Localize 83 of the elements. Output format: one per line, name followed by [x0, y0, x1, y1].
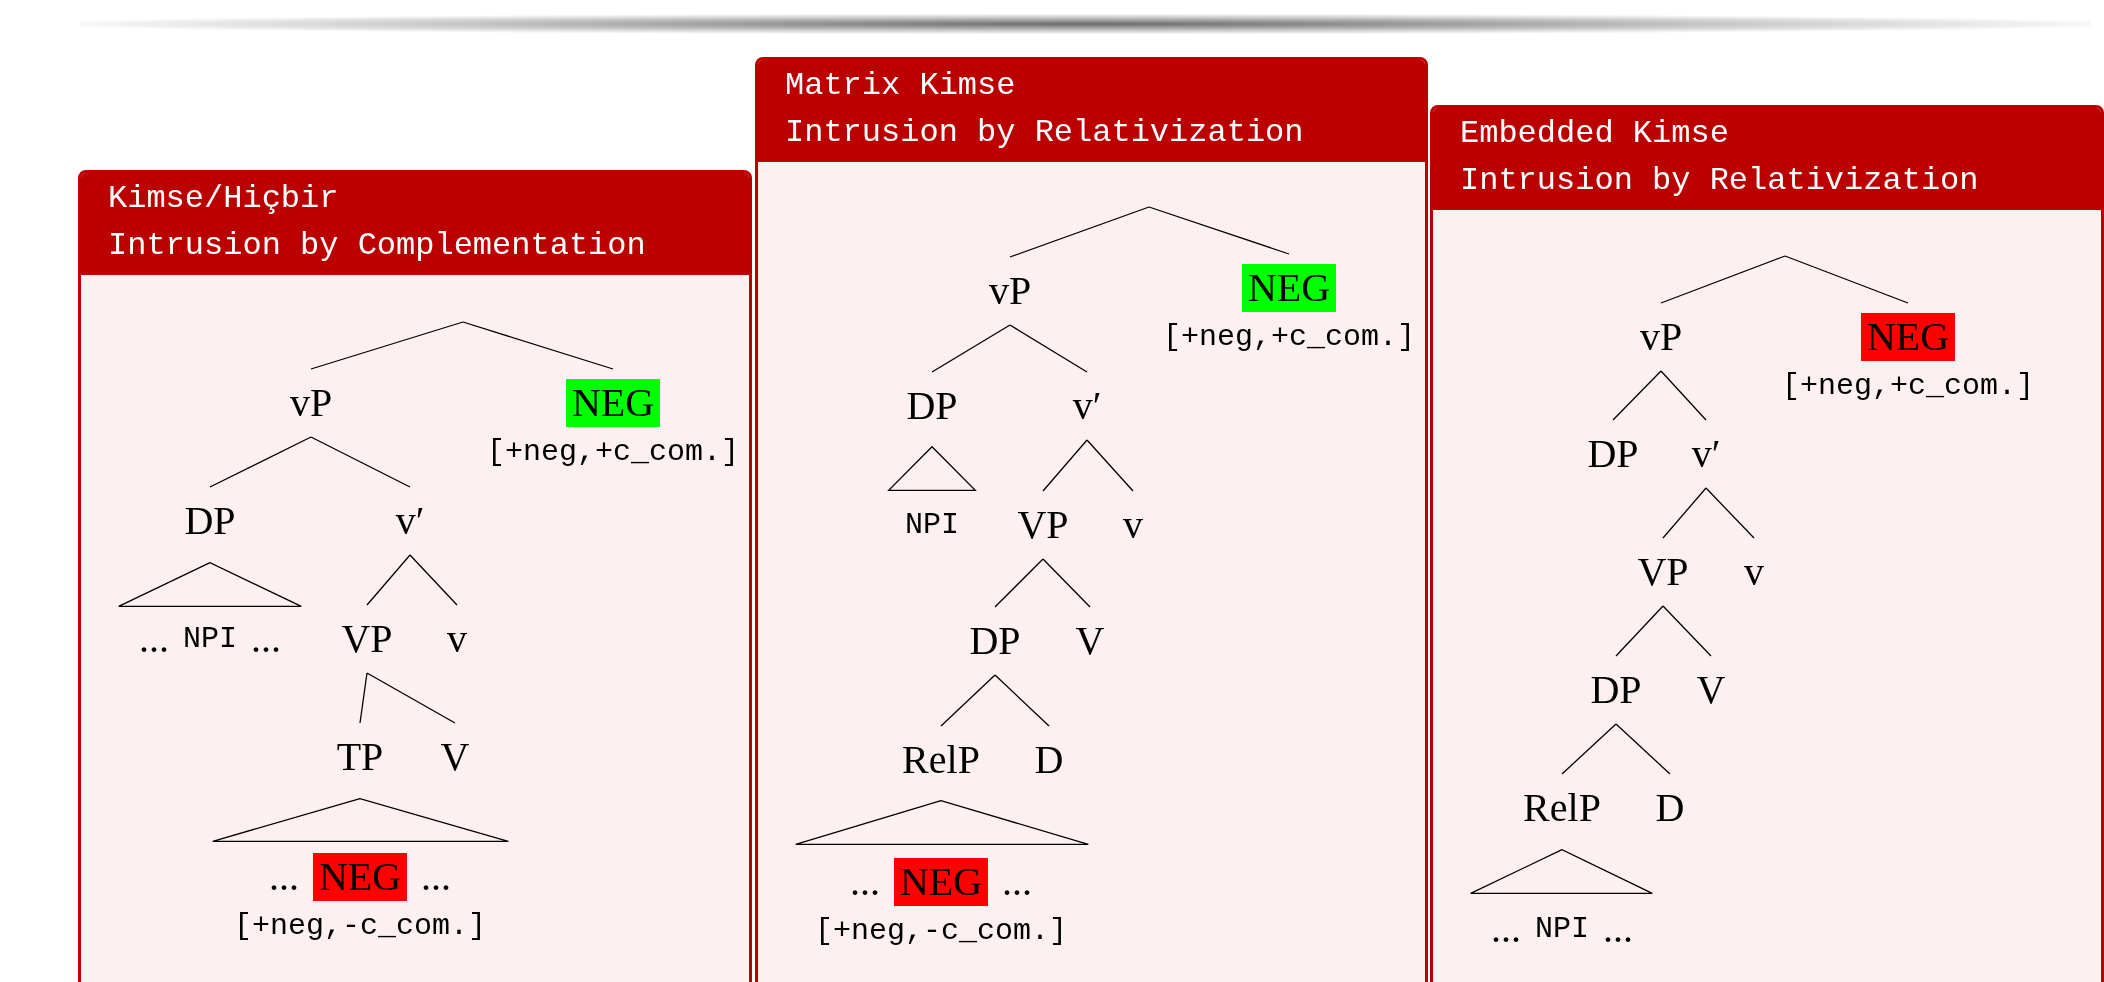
- category-label: D: [1034, 736, 1064, 784]
- panel-title: Matrix Kimse: [785, 66, 1017, 106]
- tree-branch: [1009, 206, 1150, 258]
- category-label: DP: [1590, 666, 1642, 714]
- category-label: ...: [1603, 905, 1633, 953]
- npi-label: NPI: [183, 621, 237, 658]
- category-label: DP: [184, 497, 236, 545]
- tree-branch: [994, 674, 1050, 727]
- feature-bundle: [+neg,+c_com.]: [487, 434, 739, 471]
- tree-branch: [1086, 439, 1134, 492]
- feature-bundle: [+neg,-c_com.]: [234, 908, 486, 945]
- tree-branch: [1612, 370, 1662, 421]
- category-label: VP: [1637, 548, 1689, 596]
- category-label: ...: [139, 615, 169, 663]
- npi-label: NPI: [905, 507, 959, 544]
- highlighted-label: NEG: [1860, 313, 1956, 361]
- category-label: vP: [988, 267, 1032, 315]
- tree-branch: [366, 554, 411, 606]
- tree-branch: [940, 674, 996, 727]
- category-label: ...: [268, 853, 299, 901]
- tree-branch: [1042, 558, 1091, 608]
- panel-title: Kimse/Hiçbir: [108, 179, 340, 219]
- category-label: ...: [1491, 905, 1521, 953]
- tree-branch: [462, 321, 614, 370]
- npi-label: NPI: [1535, 911, 1589, 948]
- highlighted-label: NEG: [565, 379, 661, 427]
- category-label: vP: [1639, 313, 1683, 361]
- category-label: v′: [1072, 382, 1102, 430]
- category-label: ...: [251, 615, 281, 663]
- panel-card: [78, 170, 752, 982]
- feature-bundle: [+neg,-c_com.]: [815, 913, 1067, 950]
- category-label: RelP: [1523, 784, 1601, 832]
- tree-branch: [366, 672, 456, 724]
- tree-branch: [359, 672, 368, 724]
- tree-branch: [1660, 370, 1707, 421]
- feature-bundle: [+neg,+c_com.]: [1782, 368, 2034, 405]
- panel-title: Intrusion by Relativization: [1460, 161, 1980, 201]
- tree-branch: [994, 558, 1044, 608]
- panel-title: Intrusion by Relativization: [785, 113, 1305, 153]
- tree-branch: [310, 321, 464, 370]
- tree-branch: [1662, 487, 1707, 539]
- category-label: RelP: [902, 736, 980, 784]
- category-label: V: [1075, 617, 1105, 665]
- category-label: D: [1655, 784, 1685, 832]
- tree-branch: [1660, 255, 1786, 304]
- highlighted-label: NEG: [1241, 264, 1337, 312]
- tree-branch: [409, 554, 458, 606]
- category-label: vP: [289, 379, 333, 427]
- tree-branch: [1784, 255, 1909, 304]
- tree-branch: [1615, 723, 1671, 775]
- tree-branch: [1561, 723, 1617, 775]
- category-label: v′: [1691, 430, 1721, 478]
- panel-title: Embedded Kimse: [1460, 114, 1730, 154]
- tree-branch: [931, 324, 1011, 373]
- tree-branch: [1148, 206, 1290, 255]
- category-label: v: [447, 615, 467, 663]
- highlighted-label: NEG: [893, 858, 989, 906]
- feature-bundle: [+neg,+c_com.]: [1163, 319, 1415, 356]
- tree-branch: [1662, 605, 1712, 657]
- highlighted-label: NEG: [312, 853, 408, 901]
- category-label: ...: [421, 853, 452, 901]
- category-label: TP: [336, 733, 384, 781]
- category-label: v: [1123, 501, 1143, 549]
- panel-card: [755, 57, 1428, 982]
- category-label: v′: [395, 497, 425, 545]
- category-label: VP: [1017, 501, 1069, 549]
- tree-branch: [310, 436, 411, 488]
- tree-branch: [1615, 605, 1664, 657]
- tree-branch: [1705, 487, 1755, 539]
- category-label: VP: [341, 615, 393, 663]
- category-label: V: [1696, 666, 1726, 714]
- category-label: ...: [1002, 858, 1033, 906]
- panel-title: Intrusion by Complementation: [108, 226, 647, 266]
- category-label: DP: [1587, 430, 1639, 478]
- category-label: DP: [969, 617, 1021, 665]
- tree-branch: [209, 436, 312, 488]
- category-label: DP: [906, 382, 958, 430]
- tree-branch: [1009, 324, 1088, 373]
- category-label: V: [440, 733, 470, 781]
- tree-branch: [1042, 439, 1088, 492]
- category-label: v: [1744, 548, 1764, 596]
- category-label: ...: [849, 858, 880, 906]
- panel-card: [1430, 105, 2104, 982]
